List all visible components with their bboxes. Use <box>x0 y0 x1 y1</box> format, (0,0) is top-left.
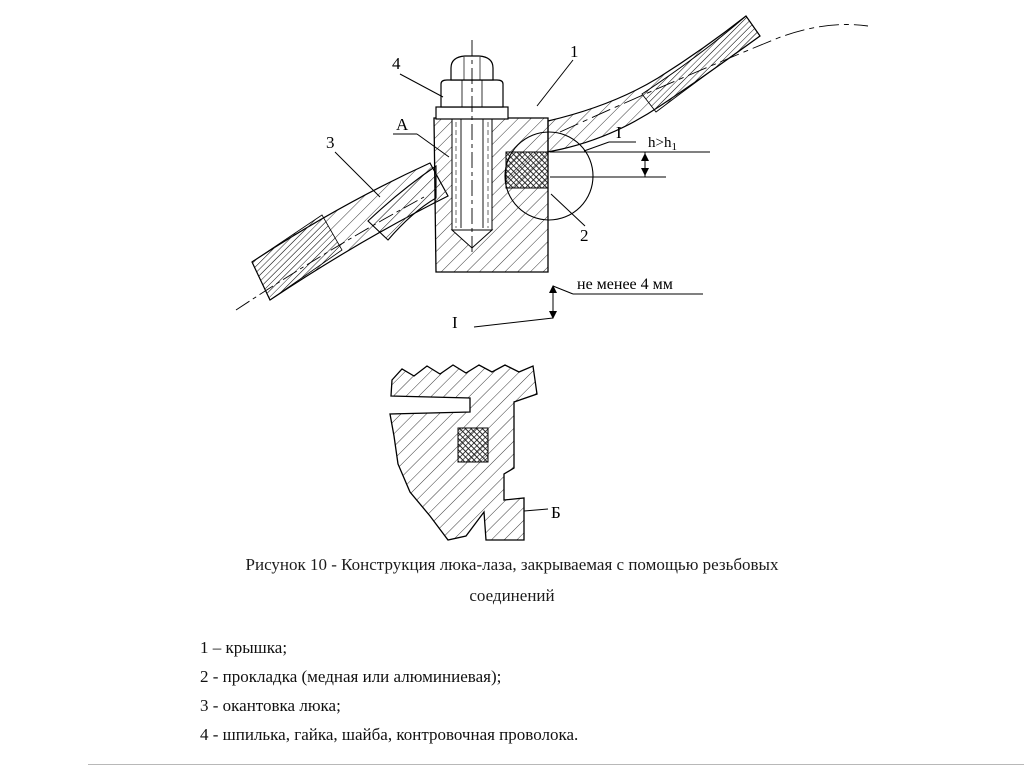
dim-min-label: не менее 4 мм <box>577 276 673 293</box>
callout-1-label: 1 <box>570 42 579 61</box>
dim-h-main: h>h <box>648 135 672 151</box>
callout-b-label: Б <box>551 503 561 522</box>
leader-callout-a <box>416 133 450 158</box>
dim-h-arrowhead-down <box>641 168 649 176</box>
shell-centerline-right <box>559 24 869 133</box>
dim-h-label: h>h1 <box>648 135 677 153</box>
detail-b-gasket <box>457 427 489 463</box>
legend: 1 – крышка; 2 - прокладка (медная или ал… <box>200 633 578 749</box>
legend-item-2: 2 - прокладка (медная или алюминиевая); <box>200 667 502 686</box>
technical-drawing: 4 1 3 А I 2 h>h1 не менее 4 мм I Б <box>235 15 869 541</box>
leader-callout-3 <box>334 151 381 198</box>
detail-view-b: Б <box>389 364 561 541</box>
dim-h-subscript: 1 <box>671 141 677 153</box>
dim-h-arrowhead-up <box>641 153 649 161</box>
leader-callout-2 <box>550 193 586 227</box>
legend-item-4: 4 - шпилька, гайка, шайба, контровочная … <box>200 725 579 744</box>
dim-min-connector <box>552 285 574 295</box>
callout-4-label: 4 <box>392 54 401 73</box>
callout-a-label: А <box>396 115 409 134</box>
legend-item-3: 3 - окантовка люка; <box>200 696 341 715</box>
main-section-view: 4 1 3 А I 2 h>h1 не менее 4 мм I <box>235 15 869 332</box>
hatch-edging-band-cut-end <box>251 214 343 301</box>
callout-2-label: 2 <box>580 226 589 245</box>
figure-caption-line2: соединений <box>469 586 555 605</box>
dim-min-baseline <box>473 317 554 328</box>
detail-circle <box>504 131 594 221</box>
legend-item-1: 1 – крышка; <box>200 638 288 657</box>
leader-callout-b <box>523 508 549 512</box>
nut-body <box>440 79 504 108</box>
section-i-label: I <box>452 313 458 332</box>
gasket <box>505 151 549 189</box>
leader-callout-4 <box>399 73 444 98</box>
slide-bottom-rule <box>88 764 1024 765</box>
cover-shell-cut-end <box>641 15 761 113</box>
leader-callout-i <box>583 141 610 152</box>
callout-3-label: 3 <box>326 133 335 152</box>
figure-caption-line1: Рисунок 10 - Конструкция люка-лаза, закр… <box>245 555 779 574</box>
callout-i-detail-label: I <box>616 123 622 142</box>
dim-min-arrowhead-down <box>549 311 557 319</box>
figure-caption: Рисунок 10 - Конструкция люка-лаза, закр… <box>0 549 1024 611</box>
dim-min-arrowhead-up <box>549 285 557 293</box>
leader-callout-1 <box>536 59 574 107</box>
